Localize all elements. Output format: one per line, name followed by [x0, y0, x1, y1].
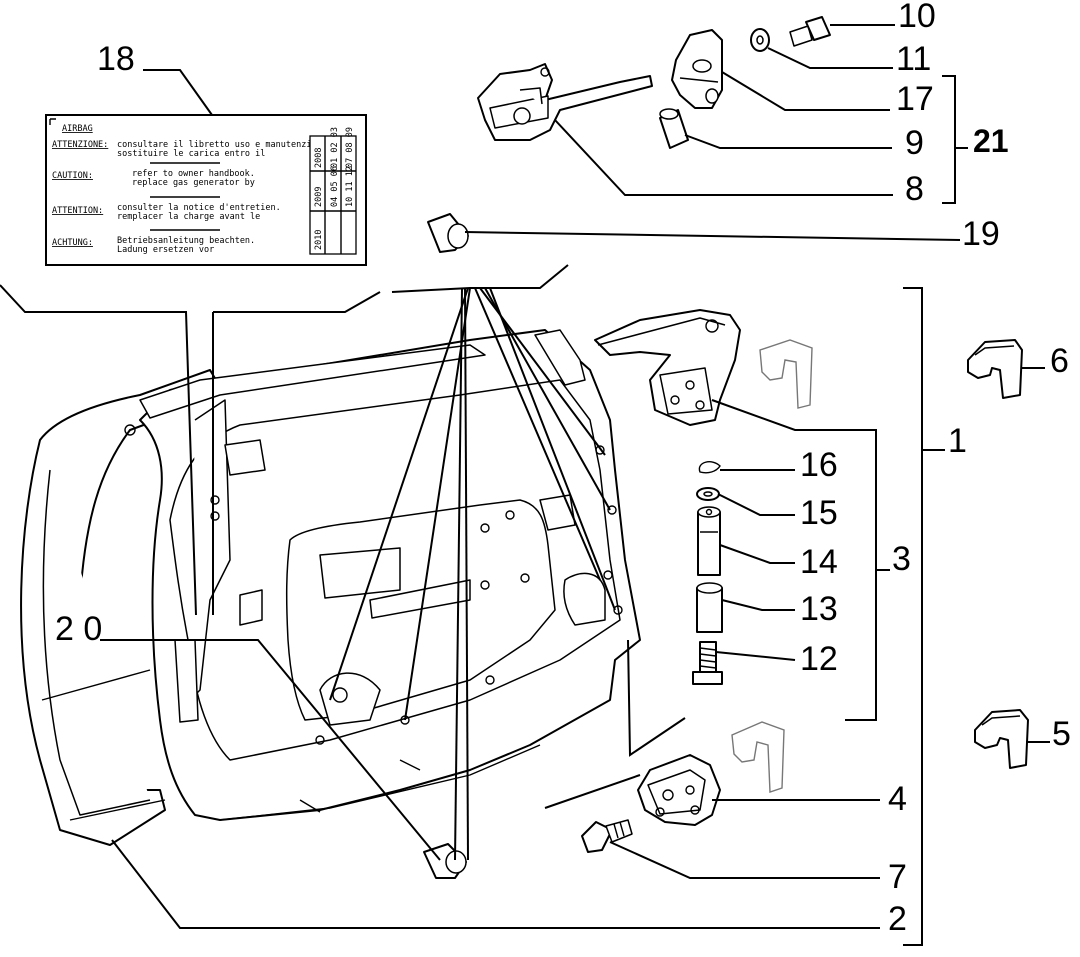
bracket-part-17: [671, 29, 723, 109]
clip-outline-lower: [731, 721, 785, 793]
bushing-part-13: [696, 582, 723, 633]
door-check-strap-part-8: [477, 63, 653, 141]
label-row-text: refer to owner handbook.: [132, 169, 255, 179]
bolt-part-10: [789, 16, 831, 47]
door-inner-frame: [124, 329, 641, 821]
callout-2: 2: [888, 900, 907, 938]
callout-10: 10: [898, 0, 936, 35]
clip-outline-upper: [759, 339, 813, 409]
callout-7: 7: [888, 858, 907, 896]
leader-lines: [0, 24, 1050, 946]
label-title: AIRBAG: [62, 124, 93, 134]
label-row-text: replace gas generator by: [132, 178, 255, 188]
upper-hinge: [594, 309, 741, 426]
callout-18: 18: [97, 40, 135, 78]
callout-8: 8: [905, 170, 924, 208]
circlip-part-16: [698, 461, 721, 474]
callout-12: 12: [800, 640, 838, 678]
callout-6: 6: [1050, 342, 1069, 380]
screw-part-12: [692, 641, 723, 685]
door-clip-part-6: [967, 339, 1023, 399]
label-month: 07 08 09: [345, 127, 355, 168]
callout-14: 14: [800, 543, 838, 581]
hinge-pin-part-14: [697, 506, 721, 576]
label-row-text: Betriebsanleitung beachten.: [117, 236, 255, 246]
callout-17: 17: [896, 80, 934, 118]
callout-19: 19: [962, 215, 1000, 253]
plug-part-19: [427, 213, 469, 253]
callout-4: 4: [888, 780, 907, 818]
label-date-grid: 2008 2009 2010 01 02 03 04 05 06 07 08 0…: [309, 127, 357, 255]
callout-11: 11: [896, 40, 931, 78]
label-row-head: ACHTUNG:: [52, 238, 93, 248]
bolt-part-7: [581, 819, 633, 853]
label-year: 2008: [314, 148, 324, 168]
lower-hinge: [637, 754, 721, 826]
washer-part-11: [750, 28, 770, 52]
callout-9: 9: [905, 124, 924, 162]
label-year: 2009: [314, 187, 324, 207]
label-month: 01 02 03: [330, 127, 340, 168]
label-row-head: CAUTION:: [52, 171, 93, 181]
door-outer-panel: [20, 369, 226, 846]
callout-21: 21: [973, 123, 1009, 159]
label-year: 2010: [314, 230, 324, 250]
callout-5: 5: [1052, 715, 1071, 753]
callout-3: 3: [892, 540, 911, 578]
door-clip-part-5: [974, 709, 1029, 769]
label-row-head: ATTENZIONE:: [52, 140, 108, 150]
callout-1: 1: [948, 422, 967, 460]
callout-15: 15: [800, 494, 838, 532]
label-row-head: ATTENTION:: [52, 206, 103, 216]
label-month: 10 11 12: [345, 166, 355, 207]
label-row-text: remplacer la charge avant le: [117, 212, 260, 222]
label-row-text: consulter la notice d'entretien.: [117, 203, 281, 213]
label-row-text: consultare il libretto uso e manutenzion…: [117, 140, 332, 150]
label-row-text: sostituire le carica entro il: [117, 149, 265, 159]
spacer-part-9: [659, 108, 689, 149]
callout-numbers: 18 10 11 17 9 8 21 19 6 1 16 15 14 3 13 …: [55, 0, 1071, 938]
callout-16: 16: [800, 446, 838, 484]
callout-20: 2 0: [55, 610, 102, 648]
callout-13: 13: [800, 590, 838, 628]
label-row-text: Ladung ersetzen vor: [117, 245, 214, 255]
label-month: 04 05 06: [330, 166, 340, 207]
washer-part-15: [696, 487, 720, 501]
airbag-warning-label: AIRBAG ATTENZIONE: consultare il librett…: [45, 114, 367, 266]
